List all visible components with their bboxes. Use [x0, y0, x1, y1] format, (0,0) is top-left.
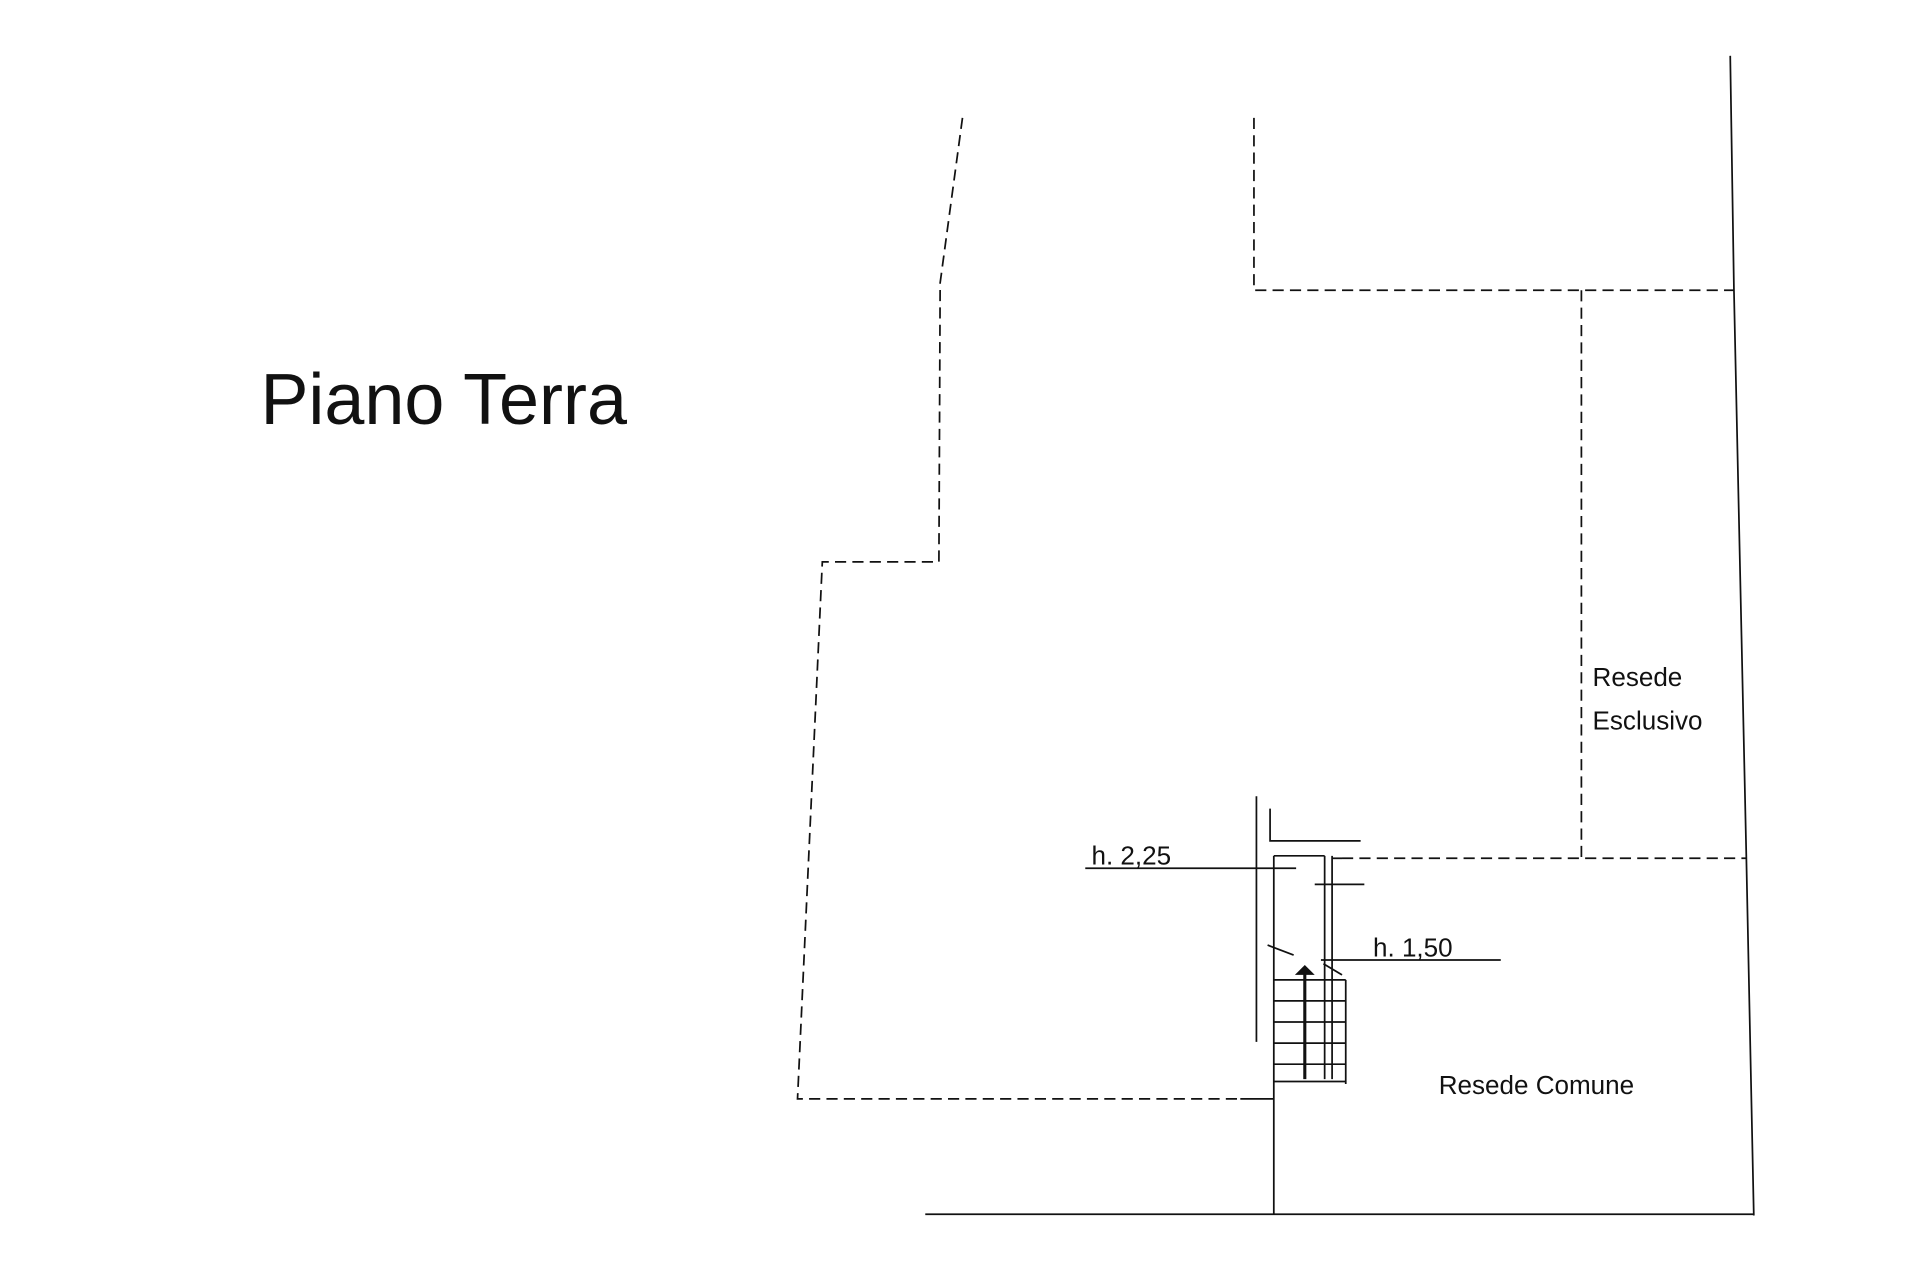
dashed-boundary-left: [796, 117, 1241, 1100]
stair-arrow-icon: [1294, 964, 1315, 975]
solid-walls: [925, 55, 1755, 1216]
dashed-boundary-top: [1253, 117, 1747, 860]
resede-esclusivo-label-2: Esclusivo: [1593, 705, 1703, 735]
resede-comune-label: Resede Comune: [1439, 1070, 1634, 1100]
height-label-150: h. 1,50: [1373, 932, 1453, 962]
plan-title: Piano Terra: [260, 360, 626, 440]
resede-esclusivo-label-1: Resede: [1593, 662, 1683, 692]
height-label-225: h. 2,25: [1091, 840, 1171, 870]
height-annotations: h. 2,25 h. 1,50: [1085, 840, 1501, 962]
staircase: [1267, 944, 1347, 1085]
